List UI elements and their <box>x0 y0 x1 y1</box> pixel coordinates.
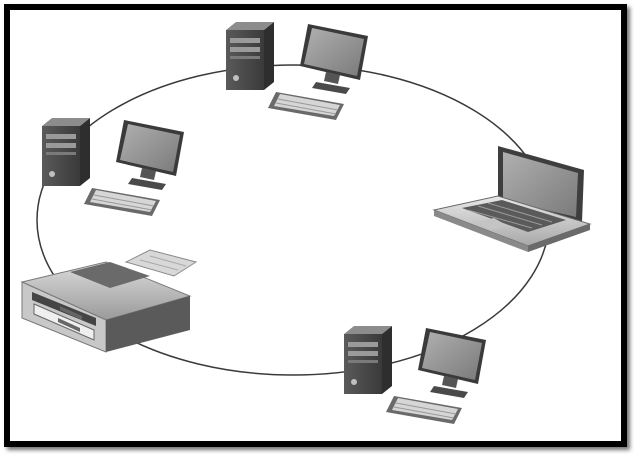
desktop-computer-icon <box>343 325 487 425</box>
desktop-computer-icon <box>41 117 185 217</box>
printer-icon <box>20 249 198 353</box>
laptop-icon <box>432 146 592 252</box>
desktop-computer-icon <box>225 21 369 121</box>
